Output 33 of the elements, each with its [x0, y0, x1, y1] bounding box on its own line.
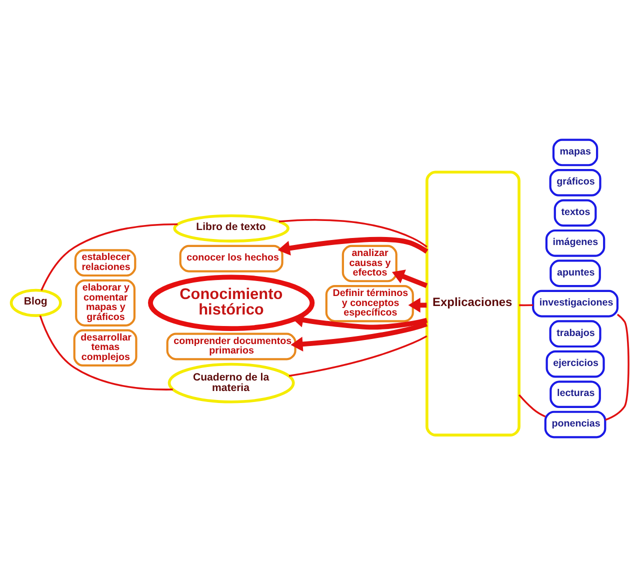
node-box: trabajos — [549, 320, 602, 348]
node-box: Explicaciones — [426, 170, 520, 436]
connector — [518, 394, 546, 418]
node-box: mapas — [552, 138, 598, 166]
node-box: elaborar y comentar mapas y gráficos — [75, 279, 136, 326]
connector — [39, 315, 173, 390]
node-box: ejercicios — [546, 350, 605, 378]
node-box: lecturas — [550, 380, 601, 408]
node-box: imágenes — [545, 229, 606, 257]
node-ellipse: Conocimiento histórico — [148, 274, 315, 332]
arrow — [291, 312, 428, 330]
node-box: establecer relaciones — [74, 249, 136, 277]
connector — [288, 335, 428, 377]
connector — [278, 218, 428, 248]
node-box: comprender documentos primarios — [166, 332, 296, 360]
arrow — [290, 322, 428, 352]
node-box: textos — [554, 199, 597, 227]
arrow — [392, 270, 428, 288]
node-box: conocer los hechos — [179, 244, 284, 272]
node-box: apuntes — [550, 260, 601, 288]
arrow — [278, 237, 428, 256]
connector — [605, 314, 630, 421]
node-box: desarrollar temas complejos — [73, 329, 138, 367]
node-box: ponencias — [544, 410, 606, 438]
node-box: gráficos — [549, 168, 602, 196]
node-box: Definir términos y conceptos específicos — [325, 284, 414, 322]
node-box: investigaciones — [532, 290, 618, 318]
node-ellipse: Blog — [10, 288, 62, 317]
node-box: analizar causas y efectos — [342, 244, 398, 282]
node-ellipse: Libro de texto — [173, 214, 290, 242]
connector — [519, 304, 533, 306]
node-ellipse: Cuaderno de la materia — [168, 362, 295, 404]
connector — [40, 223, 178, 291]
